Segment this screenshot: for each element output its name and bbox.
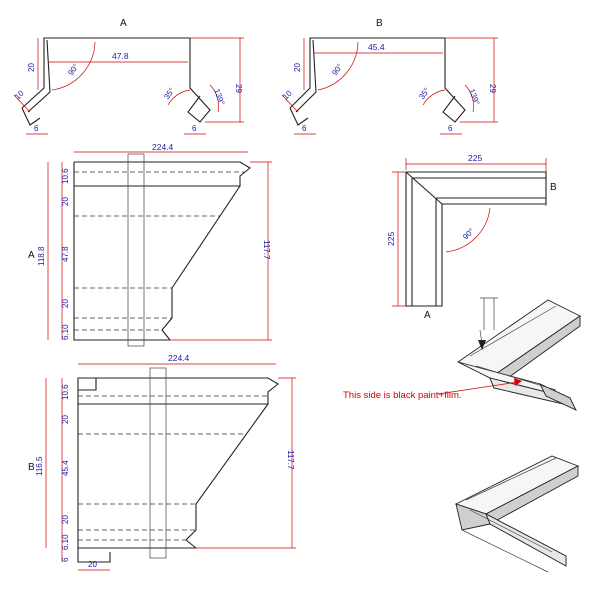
side-b-width: 224.4 [168, 353, 190, 363]
profile-b-lip-bottom-left: 6 [302, 124, 307, 133]
profile-a-angle-lip2: 139° [212, 88, 226, 107]
profile-a-height-left: 20 [27, 63, 36, 72]
iso-edge-2 [475, 365, 557, 391]
side-a-seg-5: 6.10 [61, 324, 70, 340]
profile-a-outline [21, 37, 211, 123]
side-a-width: 224.4 [152, 142, 174, 152]
profile-b-angle-lip: 35° [417, 86, 431, 101]
profile-a-angle-right: 90° [66, 62, 80, 77]
note-text: This side is black paint+film. [343, 390, 462, 401]
profile-b-lip-left-dim [281, 94, 299, 113]
corner-label-b: B [550, 182, 557, 193]
side-a-left-edge [73, 162, 170, 341]
profile-b-inner [295, 39, 317, 113]
side-b-cut-bar [149, 367, 167, 559]
profile-a-lip-bottom-right: 6 [192, 124, 197, 133]
side-b-label: B [28, 462, 35, 473]
profile-a-inner [27, 39, 51, 113]
side-a-slope [161, 185, 241, 341]
side-b-seg-3: 45.4 [61, 460, 70, 476]
corner-width: 225 [468, 153, 482, 163]
profile-b-outline [289, 37, 466, 123]
side-a-total-height: 118.8 [37, 246, 46, 266]
profile-a-lip-bottom-left: 6 [34, 124, 39, 133]
iso-b-right-arm-face [485, 513, 567, 567]
side-b-bottom-width: 20 [88, 560, 97, 569]
corner-miter [405, 171, 443, 205]
side-view-b: B 224.4 116.5 10.6 20 45.4 20 6.10 6 20 … [28, 353, 296, 571]
side-b-seg-1: 10.6 [61, 384, 70, 400]
corner-label-a: A [424, 310, 431, 321]
side-a-cut-bar [127, 153, 145, 347]
profile-b-lip-bottom-right: 6 [448, 124, 453, 133]
profile-a-width: 47.8 [112, 51, 129, 61]
side-a-seg-1: 10.6 [61, 168, 70, 184]
side-b-seg-6: 6 [61, 557, 70, 562]
note-arrow [514, 378, 522, 386]
side-b-bottom-tab [77, 548, 111, 563]
profile-b-angle-lip2: 139° [467, 88, 481, 107]
profile-b-angle-arc [317, 41, 359, 91]
profile-b-height-right: 29 [488, 84, 497, 93]
corner-height: 225 [386, 232, 396, 246]
side-b-seg-2: 20 [61, 415, 70, 424]
note-leader [437, 381, 519, 395]
profile-b-lip-arc2 [464, 84, 474, 113]
iso-right-arm-end [539, 383, 577, 411]
side-a-seg-2: 20 [61, 197, 70, 206]
side-b-seg-5: 6.10 [61, 534, 70, 550]
side-b-left-edge [77, 404, 196, 549]
side-b-top-flange [77, 377, 279, 405]
isometric-corner-bottom [454, 455, 580, 573]
profile-b: B 45.4 20 29 90° 35° 139° 10 6 6 [281, 18, 498, 135]
profile-a-angle-lip: 35° [162, 86, 176, 101]
side-b-seg-4: 20 [61, 515, 70, 524]
profile-a-label: A [120, 18, 127, 29]
profile-a-lip-left-value: 10 [13, 88, 26, 101]
side-a-label: A [28, 250, 35, 261]
profile-a-lip-arc [167, 89, 191, 106]
side-view-a: A 224.4 118.8 10.6 20 47.8 20 6.10 117.7 [28, 142, 272, 347]
profile-b-lip-left-value: 10 [281, 88, 294, 101]
profile-b-lip-arc [422, 89, 446, 106]
iso-b-edge-2 [469, 509, 553, 553]
iso-b-inner-wall [455, 503, 491, 531]
profile-b-angle-right: 90° [330, 62, 344, 77]
isometric-corner-top: This side is black paint+film. [343, 297, 581, 411]
iso-pointer-arrow [478, 340, 486, 350]
profile-a-lip-left-dim [13, 94, 31, 113]
side-a-seg-3: 47.8 [61, 246, 70, 262]
profile-b-lip-left [289, 107, 309, 126]
corner-outer [405, 171, 547, 307]
profile-b-height-left: 20 [293, 63, 302, 72]
iso-b-edge-1 [465, 457, 557, 501]
iso-edge-1 [469, 305, 557, 357]
side-b-total-height: 116.5 [35, 456, 44, 476]
profile-b-width: 45.4 [368, 42, 385, 52]
profile-a-angle-arc [51, 41, 96, 91]
profile-a: A 47.8 20 29 90° 35° 139° 10 6 6 [13, 18, 244, 135]
side-b-slope [185, 403, 269, 549]
profile-a-lip-left [21, 107, 41, 126]
iso-b-edge-3 [461, 529, 549, 573]
side-a-right-height: 117.7 [262, 240, 271, 260]
corner-view: 225 225 90° A B [386, 153, 557, 321]
profile-b-label: B [376, 18, 383, 29]
profile-a-height-right: 29 [234, 84, 243, 93]
side-a-seg-4: 20 [61, 299, 70, 308]
side-a-top-flange [74, 161, 251, 187]
corner-angle-arc [445, 207, 491, 253]
side-b-right-height: 117.7 [286, 450, 295, 470]
profile-a-lip-arc2 [209, 84, 219, 113]
